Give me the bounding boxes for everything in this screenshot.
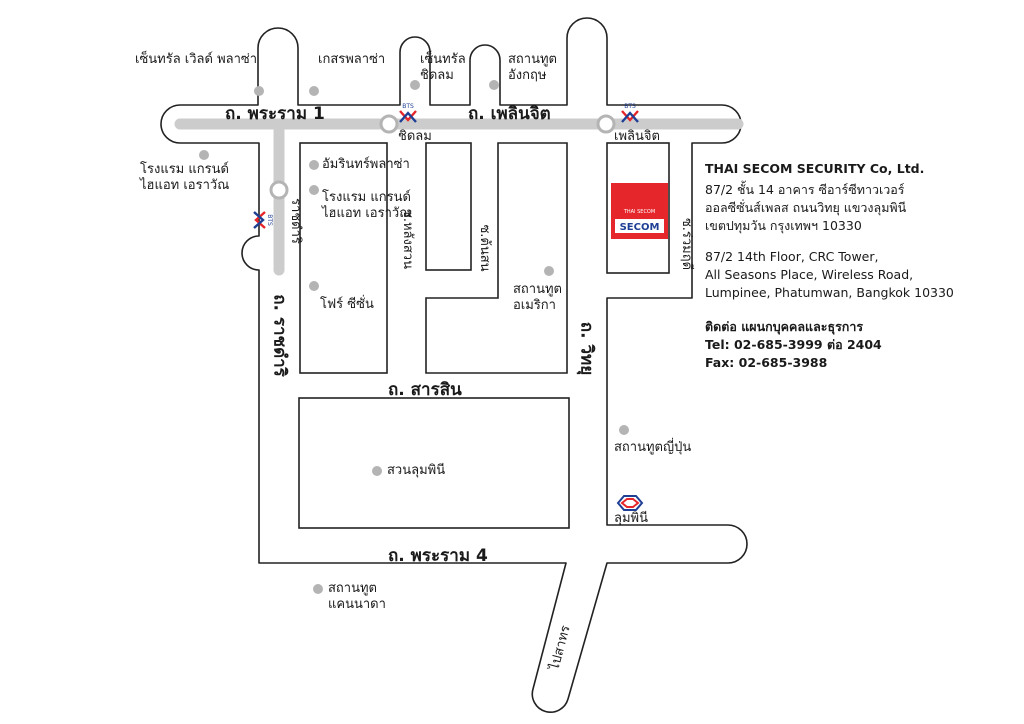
label-line: เซ็นทรัล [420, 52, 466, 67]
bts-station-rajdamri [269, 180, 289, 200]
mrt-logo-icon [616, 495, 644, 511]
road-rama1: ถ. พระราม 1 [225, 104, 325, 124]
label-line: สถานทูต [513, 282, 563, 297]
label-grand-hyatt-2: โรงแรม แกรนด์ ไฮแอท เอราวัณ [322, 190, 411, 222]
label-four-seasons: โฟร์ ซีซั่น [320, 297, 374, 312]
address-line: 87/2 ชั้น 14 อาคาร ซีอาร์ซีทาวเวอร์ [705, 182, 905, 197]
road-soi-tonson: ซ.ต้นสน [477, 224, 492, 272]
label-line: โรงแรม แกรนด์ [322, 190, 411, 205]
contact-tel: Tel: 02-685-3999 ต่อ 2404 [705, 337, 882, 352]
svg-text:SECOM: SECOM [620, 222, 660, 233]
road-soi-ruamrudee: ซ.ร่วมฤดี [679, 217, 694, 271]
address-line: Lumpinee, Phatumwan, Bangkok 10330 [705, 285, 954, 300]
bts-label-ploenchit: เพลินจิต [614, 129, 660, 144]
road-ploenchit: ถ. เพลินจิต [468, 104, 551, 124]
secom-logo-icon: THAI SECOM SECOM [611, 183, 668, 239]
block-amarin [299, 142, 388, 374]
marker-uk-embassy [489, 80, 499, 90]
label-line: อังกฤษ [508, 68, 547, 83]
bts-logo-icon: BTS [399, 103, 417, 123]
block-lumphini-park [298, 397, 570, 529]
label-japan-embassy: สถานทูตญี่ปุ่น [614, 440, 692, 455]
marker-lumphini-park [372, 466, 382, 476]
marker-four-seasons [309, 281, 319, 291]
label-line: ไฮแอท เอราวัณ [140, 178, 230, 193]
svg-text:BTS: BTS [624, 103, 636, 110]
label-line: สถานทูต [508, 52, 558, 67]
mrt-label-lumphini: ลุมพินี [614, 511, 648, 526]
label-line: ไฮแอท เอราวัณ [322, 206, 412, 221]
address-line: เขตปทุมวัน กรุงเทพฯ 10330 [705, 218, 862, 233]
address-line: ออลซีซั่นส์เพลส ถนนวิทยุ แขวงลุมพินี [705, 200, 907, 215]
road-sarasin: ถ. สารสิน [388, 380, 462, 400]
road-wittayu: ถ. วิทยุ [576, 321, 597, 376]
bts-label-chidlom: ชิดลม [398, 129, 432, 144]
company-name: THAI SECOM SECURITY Co, Ltd. [705, 160, 924, 178]
svg-text:THAI SECOM: THAI SECOM [623, 209, 655, 215]
label-central-chidlom: เซ็นทรัล ชิดลม [420, 52, 466, 84]
label-amarin: อัมรินทร์พลาซ่า [322, 157, 410, 172]
label-us-embassy: สถานทูต อเมริกา [513, 282, 562, 314]
marker-grand-hyatt [199, 150, 209, 160]
address-en: 87/2 14th Floor, CRC Tower, All Seasons … [705, 248, 954, 302]
label-line: สถานทูต [328, 581, 378, 596]
marker-japan-embassy [619, 425, 629, 435]
company-name-text: THAI SECOM SECURITY Co, Ltd. [705, 161, 925, 176]
label-line: แคนนาดา [328, 597, 386, 612]
label-line: อเมริกา [513, 298, 556, 313]
label-line: โรงแรม แกรนด์ [140, 162, 229, 177]
label-central-world: เซ็นทรัล เวิลด์ พลาซ่า [135, 52, 258, 67]
road-rajdamri: ถ. ราชดำริ [269, 294, 290, 377]
marker-us-embassy [544, 266, 554, 276]
bts-station-ploenchit [596, 114, 616, 134]
contact-label: ติดต่อ แผนกบุคคลและธุรการ [705, 319, 864, 334]
label-lumphini-park: สวนลุมพินี [387, 463, 446, 478]
contact-fax: Fax: 02-685-3988 [705, 355, 828, 370]
bts-label-rajdamri: ราชดำริ [288, 198, 303, 244]
block-langsuan [425, 142, 472, 271]
bts-logo-icon: BTS [621, 103, 639, 123]
label-line: ชิดลม [420, 68, 454, 83]
address-line: 87/2 14th Floor, CRC Tower, [705, 249, 879, 264]
marker-grand-hyatt-2 [309, 185, 319, 195]
contact-block: ติดต่อ แผนกบุคคลและธุรการ Tel: 02-685-39… [705, 318, 882, 372]
svg-text:BTS: BTS [402, 103, 414, 110]
marker-central-chidlom [410, 80, 420, 90]
address-line: All Seasons Place, Wireless Road, [705, 267, 914, 282]
bts-logo-icon: BTS [253, 211, 273, 229]
label-grand-hyatt: โรงแรม แกรนด์ ไฮแอท เอราวัณ [140, 162, 229, 194]
marker-central-world [254, 86, 264, 96]
landmark-markers [199, 80, 629, 594]
bts-station-chidlom [379, 114, 399, 134]
label-gaysorn: เกสรพลาซ่า [318, 52, 386, 67]
marker-canada-embassy [313, 584, 323, 594]
address-th: 87/2 ชั้น 14 อาคาร ซีอาร์ซีทาวเวอร์ ออลซ… [705, 181, 906, 235]
road-rama4: ถ. พระราม 4 [388, 546, 488, 566]
label-canada-embassy: สถานทูต แคนนาดา [328, 581, 386, 613]
label-uk-embassy: สถานทูต อังกฤษ [508, 52, 557, 84]
block-us-embassy [425, 142, 568, 374]
marker-amarin [309, 160, 319, 170]
svg-text:BTS: BTS [266, 214, 273, 226]
marker-gaysorn [309, 86, 319, 96]
